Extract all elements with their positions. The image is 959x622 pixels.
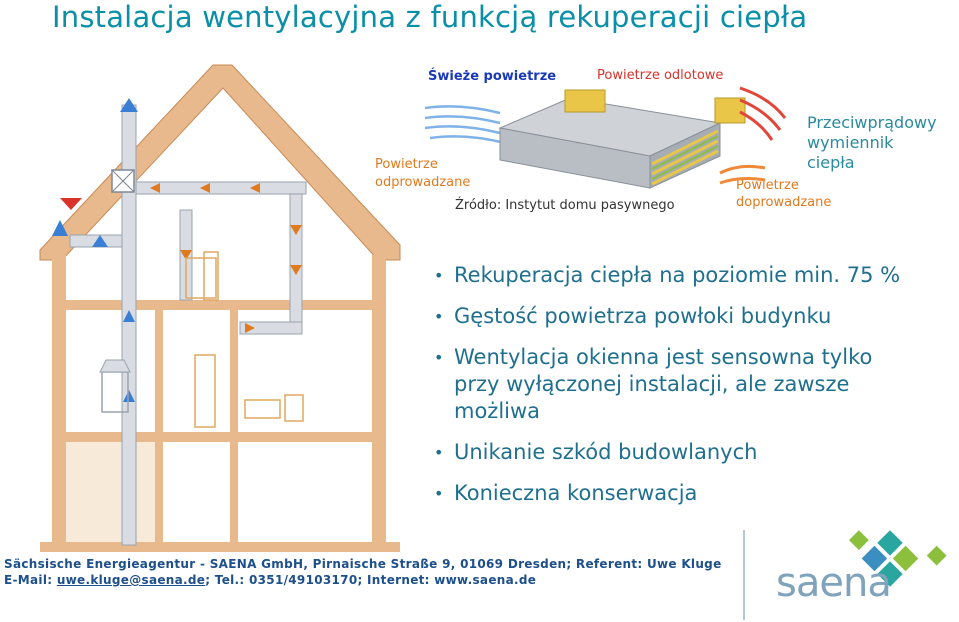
heat-exchanger-diagram <box>424 86 787 189</box>
supplied-air-label-2: doprowadzane <box>736 195 832 210</box>
bullet-item: Konieczna konserwacja <box>432 480 912 507</box>
email-link[interactable]: uwe.kluge@saena.de <box>56 573 206 587</box>
bullet-item: Wentylacja okienna jest sensowna tylko p… <box>432 344 912 425</box>
email-label: E-Mail: <box>4 573 57 587</box>
divider <box>743 530 745 620</box>
house-diagram <box>39 64 401 552</box>
exchanger-label-2: wymiennik <box>807 133 894 152</box>
bullet-item: Unikanie szkód budowlanych <box>432 439 912 466</box>
exchanger-label-3: ciepła <box>807 153 855 172</box>
saena-logo-mark <box>848 530 947 587</box>
footer-address: Sächsische Energieagentur - SAENA GmbH, … <box>4 557 722 571</box>
exhaust-air-label: Powietrze odlotowe <box>597 68 724 83</box>
bullet-item: Gęstość powietrza powłoki budynku <box>432 303 912 330</box>
supplied-air-label-1: Powietrze <box>736 178 799 193</box>
exchanger-label-1: Przeciwprądowy <box>807 113 937 132</box>
saena-logo-text: saena <box>776 560 892 606</box>
footer-contact-rest: ; Tel.: 0351/49103170; Internet: www.sae… <box>205 573 537 587</box>
fresh-air-label: Świeże powietrze <box>428 69 557 84</box>
footer-contact: E-Mail: uwe.kluge@saena.de; Tel.: 0351/4… <box>4 573 536 587</box>
slide-title: Instalacja wentylacyjna z funkcją rekupe… <box>52 0 808 34</box>
bullet-list: Rekuperacja ciepła na poziomie min. 75 %… <box>432 262 912 521</box>
bullet-item: Rekuperacja ciepła na poziomie min. 75 % <box>432 262 912 289</box>
source-label: Źródło: Instytut domu pasywnego <box>455 198 675 213</box>
extracted-air-label-1: Powietrze <box>375 157 438 172</box>
extracted-air-label-2: odprowadzane <box>375 175 471 190</box>
